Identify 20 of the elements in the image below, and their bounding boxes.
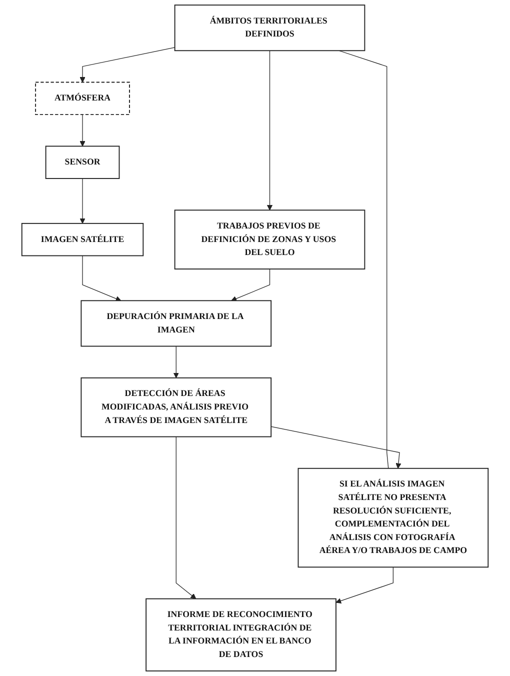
arrow [270, 426, 402, 469]
node-box: IMAGEN SATÉLITE [21, 222, 144, 256]
node-box: SI EL ANÁLISIS IMAGEN SATÉLITE NO PRESENTA RESOLUCIÓN SUFICIENTE, COMPLEMENTACIÓN DEL ANÁLISIS CON FOTOGRAFÍA AÉREA Y/O TRABAJOS DE CAMPO [298, 468, 489, 568]
arrow [80, 114, 86, 146]
arrow [80, 47, 176, 83]
node-box: DEPURACIÓN PRIMARIA DE LA IMAGEN [80, 300, 272, 347]
connector [338, 50, 389, 469]
node-box: DETECCIÓN DE ÁREAS MODIFICADAS, ANÁLISIS PREVIO A TRAVÉS DE IMAGEN SATÉLITE [80, 377, 272, 438]
arrow [336, 566, 394, 604]
node-box: TRABAJOS PREVIOS DE DEFINICIÓN DE ZONAS Y USOS DEL SUELO [174, 210, 366, 270]
arrow [266, 50, 273, 210]
node-box: SENSOR [45, 146, 120, 179]
arrow [176, 436, 196, 600]
arrow [231, 268, 270, 302]
node-box: ÁMBITOS TERRITORIALES DEFINIDOS [174, 4, 366, 52]
node-box: ATMÓSFERA [35, 82, 130, 116]
arrow [80, 178, 86, 224]
arrow [173, 346, 179, 378]
arrow [82, 255, 122, 302]
node-box: INFORME DE RECONOCIMIENTO TERRITORIAL INTEGRACIÓN DE LA INFORMACIÓN EN EL BANCO DE DATOS [146, 598, 336, 672]
